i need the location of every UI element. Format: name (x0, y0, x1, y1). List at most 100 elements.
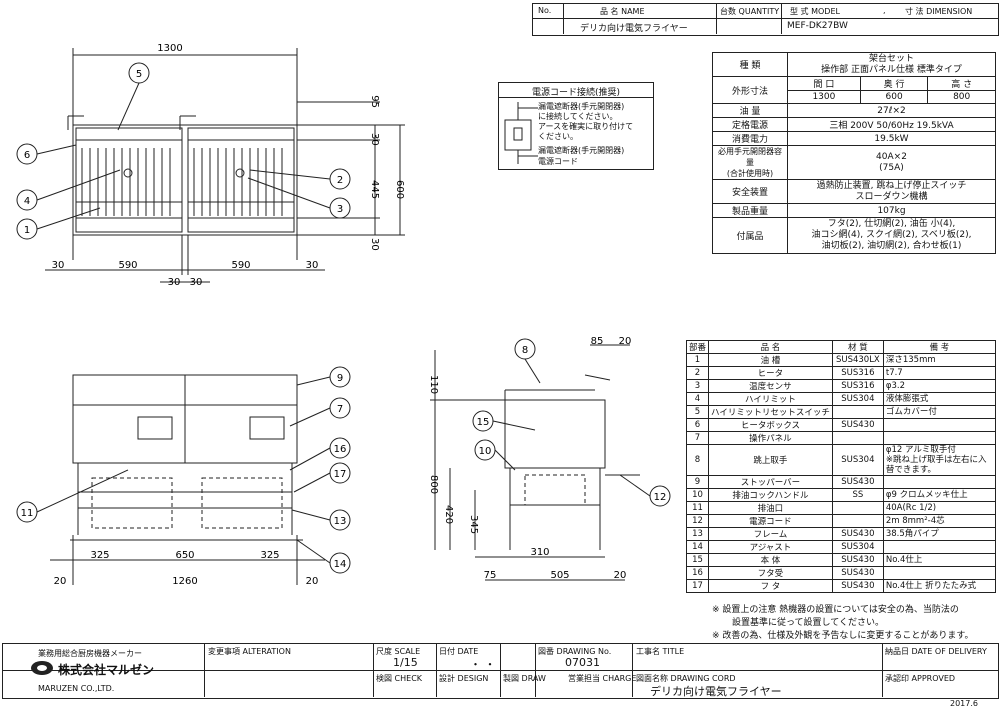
dim-30-top: 30 (369, 133, 380, 146)
parts-cell-name: ハイリミット (708, 392, 833, 406)
parts-cell-material: SUS304 (831, 540, 884, 554)
parts-cell-no: 3 (685, 379, 710, 393)
callout-3: 3 (337, 204, 343, 215)
parts-cell-note: φ12 アルミ取手付 ※跳ね上げ取手は左右に入替できます。 (882, 444, 997, 476)
callout-5: 5 (136, 69, 142, 80)
spec-oil-value: 27ℓ×2 (787, 103, 996, 118)
header-model-label: 型 式 MODEL (790, 7, 840, 16)
callout-15: 15 (477, 417, 490, 428)
spec-dim-sub-width: 間 口 (787, 76, 861, 91)
design-label: 設計 DESIGN (439, 674, 489, 683)
dim-85: 85 (591, 336, 604, 347)
product-name: デリカ向け電気フライヤー (580, 24, 688, 34)
parts-cell-name: フレーム (708, 527, 833, 541)
spec-oil-label: 油 量 (712, 103, 788, 118)
parts-cell-no: 1 (685, 353, 710, 367)
parts-cell-material (831, 501, 884, 515)
parts-header-no: 部番 (685, 340, 710, 354)
spec-breaker-label: 必用手元開閉器容量 (合計使用時) (712, 145, 788, 180)
parts-cell-note: ゴムカバー付 (882, 405, 997, 419)
parts-cell-name: 排油コックハンドル (708, 488, 833, 502)
title-label: 工事名 TITLE (636, 647, 685, 656)
spec-table: 種 類 架台セット 操作部 正面パネル仕様 標準タイプ 外形寸法 間 口 奥 行… (712, 52, 996, 254)
parts-cell-material: SUS430 (831, 418, 884, 432)
dim-590-right: 590 (231, 260, 250, 271)
power-note-line4: ください。 (538, 132, 578, 141)
parts-cell-note: 40A(Rc 1/2) (882, 501, 997, 515)
parts-cell-name: ハイリミットリセットスイッチ (708, 405, 833, 419)
maker-tag: 業務用総合厨房機器メーカー (38, 649, 142, 658)
parts-cell-note (882, 431, 997, 445)
parts-cell-no: 17 (685, 579, 710, 593)
parts-cell-material (831, 431, 884, 445)
note-2: 設置基準に従って設置してください。 (732, 618, 885, 628)
parts-cell-no: 13 (685, 527, 710, 541)
spec-consumption-label: 消費電力 (712, 131, 788, 146)
callout-2: 2 (337, 175, 343, 186)
header-no-label: No. (538, 6, 552, 15)
spec-dim-label: 外形寸法 (712, 76, 788, 104)
dim-1300: 1300 (157, 43, 182, 54)
dim-30-bottom: 30 (369, 238, 380, 251)
spec-weight-label: 製品重量 (712, 203, 788, 218)
spec-dim-width: 1300 (787, 90, 861, 104)
parts-cell-note: 液体膨張式 (882, 392, 997, 406)
parts-cell-material (831, 514, 884, 528)
parts-header-note: 備 考 (882, 340, 997, 354)
top-view-drawing: 1300 5 6 4 1 2 3 95 30 445 600 30 30 590… (16, 43, 405, 288)
parts-cell-name: フ タ (708, 579, 833, 593)
company-name: 株式会社マルゼン (58, 663, 155, 677)
parts-cell-no: 5 (685, 405, 710, 419)
check-label: 検図 CHECK (376, 674, 423, 683)
callout-7: 7 (337, 404, 343, 415)
spec-breaker-value: 40A×2 (75A) (787, 145, 996, 180)
dim-b30-right: 30 (306, 260, 319, 271)
parts-cell-material: SUS316 (831, 366, 884, 380)
spec-power-value: 三相 200V 50/60Hz 19.5kVA (787, 117, 996, 132)
parts-cell-no: 8 (685, 444, 710, 476)
parts-cell-material: SUS316 (831, 379, 884, 393)
date-value: ・ ・ (470, 658, 496, 671)
dim-c30-right: 30 (190, 277, 203, 288)
parts-header-name: 品 名 (708, 340, 833, 354)
parts-cell-material: SS (831, 488, 884, 502)
dim-325-right: 325 (260, 550, 279, 561)
parts-cell-note: No.4仕上 (882, 553, 997, 567)
dim-800: 800 (428, 475, 439, 494)
parts-cell-note (882, 418, 997, 432)
parts-cell-note: t7.7 (882, 366, 997, 380)
parts-cell-material: SUS430 (831, 553, 884, 567)
power-note-line6: 電源コード (538, 157, 578, 166)
parts-cell-name: ストッパーバー (708, 475, 833, 489)
header-table (532, 3, 999, 36)
parts-cell-note: 深さ135mm (882, 353, 997, 367)
dim-1260: 1260 (172, 576, 197, 587)
dim-445: 445 (369, 180, 380, 199)
power-note-line3: アースを確実に取り付けて (538, 122, 634, 131)
parts-cell-name: ヒータ (708, 366, 833, 380)
power-note-line1: 漏電遮断器(手元開閉器) (538, 102, 625, 111)
spec-dim-depth: 600 (859, 90, 929, 104)
parts-cell-no: 9 (685, 475, 710, 489)
cord-label: 図面名称 DRAWING CORD (636, 674, 736, 683)
dim-20-right: 20 (306, 576, 319, 587)
parts-cell-note (882, 540, 997, 554)
dim-110: 110 (428, 375, 439, 394)
scale-label: 尺度 SCALE (376, 647, 421, 656)
spec-type-value: 架台セット 操作部 正面パネル仕様 標準タイプ (787, 52, 996, 77)
parts-cell-name: アジャスト (708, 540, 833, 554)
callout-16: 16 (334, 444, 347, 455)
note-3: ※ 改善の為、仕様及外観を予告なしに変更することがあります。 (712, 631, 974, 641)
dim-420: 420 (443, 505, 454, 524)
spec-accessory-value: フタ(2), 仕切網(2), 油缶 小(4), 油コシ網(4), スクイ網(2)… (787, 217, 996, 254)
callout-4: 4 (24, 196, 30, 207)
dim-side-20b: 20 (614, 570, 627, 581)
